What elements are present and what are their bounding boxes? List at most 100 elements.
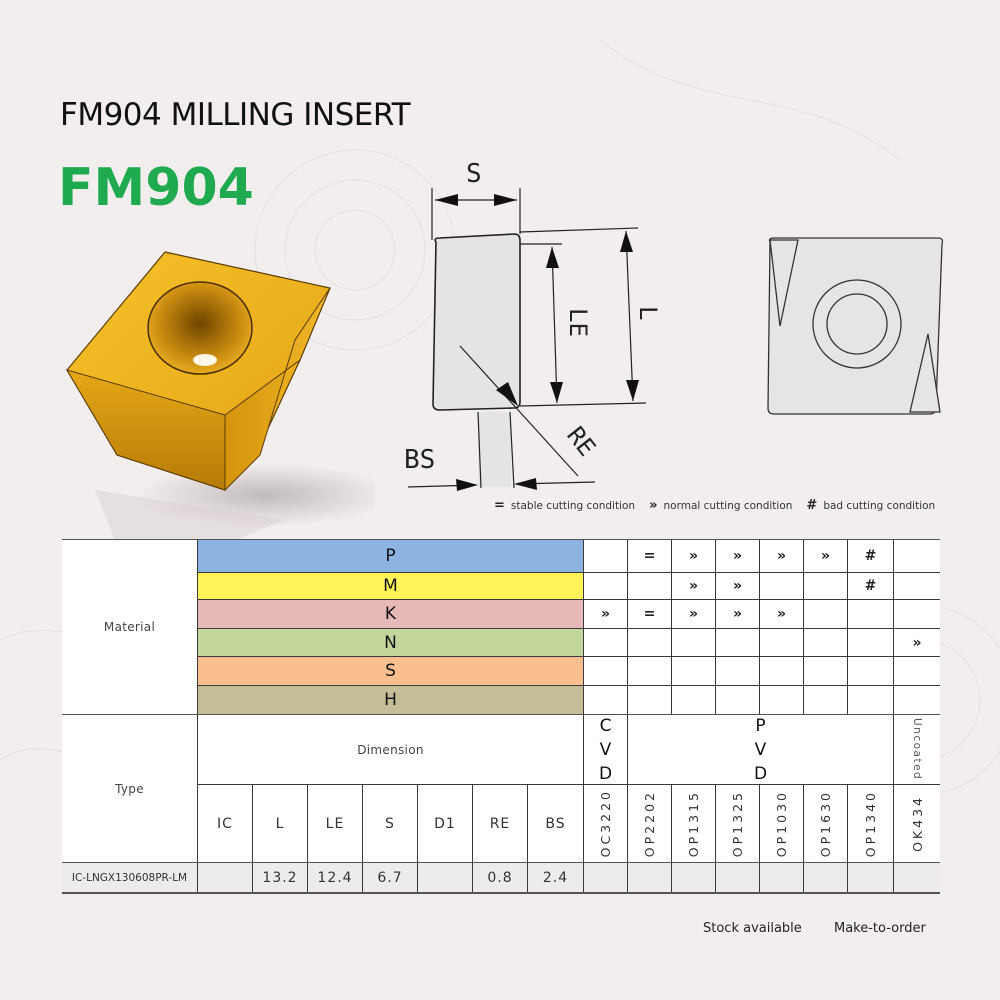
dim-value-l: 13.2	[253, 863, 308, 893]
grade-col-op1030: OP1030	[760, 785, 804, 863]
uncoated-label: Uncoated	[911, 718, 923, 781]
dim-value-d1	[418, 863, 473, 893]
mark-cell	[804, 600, 848, 629]
mark-cell	[894, 540, 940, 573]
mark-cell	[760, 686, 804, 715]
cvd-letter: C	[599, 715, 612, 736]
equals-icon: =	[494, 498, 505, 513]
dim-col-s: S	[363, 785, 418, 863]
grade-col-op1340: OP1340	[848, 785, 894, 863]
mark-cell	[804, 629, 848, 657]
material-band-s: S	[198, 657, 584, 686]
dim-label-re: RE	[561, 421, 601, 461]
mark-cell: »	[804, 540, 848, 573]
dim-label-le: LE	[564, 308, 592, 337]
mark-cell	[804, 657, 848, 686]
grade-col-op2202: OP2202	[628, 785, 672, 863]
legend-item-bad: # bad cutting condition	[806, 498, 935, 513]
mark-cell	[760, 657, 804, 686]
grade-col-op1315: OP1315	[672, 785, 716, 863]
mark-cell	[584, 657, 628, 686]
mark-cell	[716, 629, 760, 657]
mark-cell	[716, 686, 760, 715]
page-subtitle: FM904 MILLING INSERT	[60, 97, 411, 133]
mark-cell: »	[672, 573, 716, 600]
grade-label: OP1315	[686, 789, 701, 858]
mark-cell	[848, 657, 894, 686]
mark-cell: =	[628, 600, 672, 629]
stock-cell	[672, 863, 716, 893]
grade-label: OP1325	[730, 789, 745, 858]
mark-cell	[716, 657, 760, 686]
mark-cell	[628, 629, 672, 657]
mark-cell	[672, 657, 716, 686]
dim-col-bs: BS	[528, 785, 584, 863]
mark-cell: »	[716, 540, 760, 573]
mark-cell	[894, 686, 940, 715]
dim-value-s: 6.7	[363, 863, 418, 893]
dim-value-re: 0.8	[473, 863, 528, 893]
legend-label: normal cutting condition	[663, 499, 793, 512]
dim-value-ic	[198, 863, 253, 893]
grade-label: OC3220	[598, 789, 613, 858]
dimension-header: Dimension	[198, 715, 584, 785]
cvd-letter: D	[598, 763, 613, 784]
mark-cell: »	[760, 600, 804, 629]
mark-cell: =	[628, 540, 672, 573]
dim-label-bs: BS	[404, 445, 435, 475]
dim-value-le: 12.4	[308, 863, 363, 893]
stock-cell	[848, 863, 894, 893]
mark-cell	[848, 629, 894, 657]
dim-label-s: S	[466, 159, 482, 189]
mark-cell	[628, 657, 672, 686]
mark-cell	[894, 657, 940, 686]
type-code: IC-LNGX130608PR-LM	[62, 863, 198, 893]
insert-product-image	[65, 251, 375, 540]
legend-label: bad cutting condition	[823, 499, 936, 512]
grade-col-op1630: OP1630	[804, 785, 848, 863]
mark-cell: #	[848, 540, 894, 573]
stock-cell	[716, 863, 760, 893]
dim-value-bs: 2.4	[528, 863, 584, 893]
dim-col-d1: D1	[418, 785, 473, 863]
grade-label: OP1340	[863, 789, 878, 858]
double-chevron-icon: »	[649, 498, 658, 513]
mark-cell	[584, 573, 628, 600]
legend-item-normal: » normal cutting condition	[649, 498, 792, 513]
grade-col-oc3220: OC3220	[584, 785, 628, 863]
pvd-letter: V	[754, 739, 767, 760]
mark-cell	[628, 573, 672, 600]
dim-label-l: L	[634, 306, 662, 320]
cutting-condition-legend: = stable cutting condition » normal cutt…	[494, 498, 935, 513]
material-band-p: P	[198, 540, 584, 573]
mark-cell	[672, 686, 716, 715]
legend-item-stable: = stable cutting condition	[494, 498, 635, 513]
stock-cell	[760, 863, 804, 893]
dim-col-l: L	[253, 785, 308, 863]
mark-cell	[848, 686, 894, 715]
mark-cell	[760, 629, 804, 657]
uncoated-group-header: Uncoated	[894, 715, 940, 785]
mark-cell	[584, 629, 628, 657]
grade-label: OP1030	[774, 789, 789, 858]
material-band-m: M	[198, 573, 584, 600]
mark-cell	[584, 540, 628, 573]
dim-col-re: RE	[473, 785, 528, 863]
grade-col-op1325: OP1325	[716, 785, 760, 863]
mark-cell: »	[760, 540, 804, 573]
material-label: Material	[62, 540, 198, 715]
grade-label: OP2202	[642, 789, 657, 858]
mark-cell	[804, 686, 848, 715]
stock-cell	[628, 863, 672, 893]
mark-cell	[894, 573, 940, 600]
mark-cell	[628, 686, 672, 715]
mark-cell: »	[894, 629, 940, 657]
mark-cell	[672, 629, 716, 657]
make-to-order-label: Make-to-order	[834, 921, 926, 936]
mark-cell	[584, 686, 628, 715]
stock-cell	[804, 863, 848, 893]
grade-label: OP1630	[818, 789, 833, 858]
cvd-letter: V	[599, 739, 612, 760]
dim-col-ic: IC	[198, 785, 253, 863]
stock-available-label: Stock available	[703, 921, 802, 936]
